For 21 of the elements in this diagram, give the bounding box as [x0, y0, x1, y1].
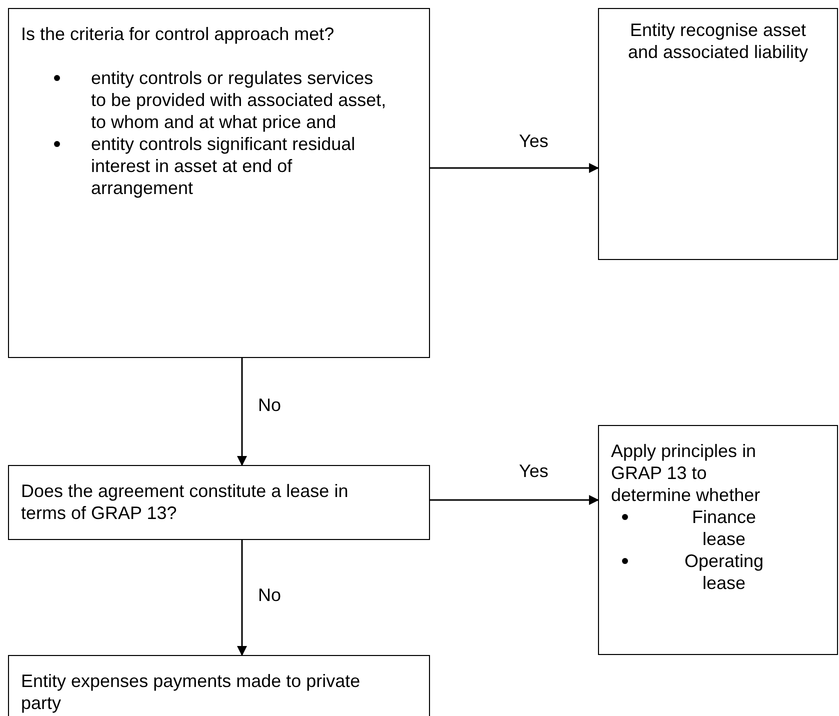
box-text: Entity recognise asset and associated liability [627, 19, 809, 63]
box-text: Apply principles in GRAP 13 to determine whether [611, 440, 762, 506]
process-box [8, 8, 430, 358]
arrow [430, 163, 599, 173]
arrow [237, 540, 247, 656]
process-box [8, 655, 430, 716]
edge-label: Yes [519, 462, 548, 480]
arrow [237, 358, 247, 466]
box-text: Does the agreement constitute a lease in terms of GRAP 13? [21, 480, 350, 524]
process-box [8, 465, 430, 540]
bullet-text: Operating lease [683, 550, 765, 594]
process-box [598, 425, 838, 655]
box-text: Entity expenses payments made to private party [21, 670, 362, 714]
bullet-text: entity controls significant residual interest in asset at end of arrangement [90, 133, 356, 199]
box-text: Is the criteria for control approach met? [21, 23, 336, 45]
edge-label: No [258, 396, 282, 414]
bullet-text: Finance lease [690, 506, 758, 550]
arrow [430, 495, 599, 505]
process-box [598, 8, 838, 260]
edge-label: Yes [519, 132, 548, 150]
edge-label: No [258, 586, 282, 604]
